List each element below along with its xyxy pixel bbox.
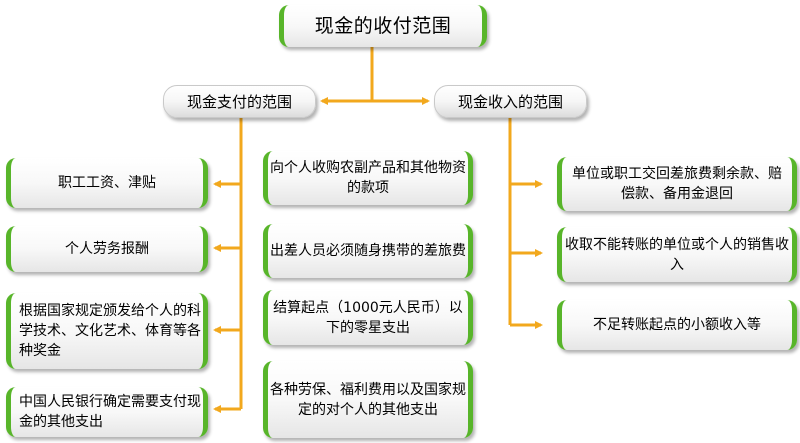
payment-item-text: 根据国家规定颁发给个人的科学技术、文化艺术、体育等各种奖金 <box>19 303 201 359</box>
payment-scope-header: 现金支付的范围 <box>163 85 316 118</box>
payment-item-text: 向个人收购农副产品和其他物资的款项 <box>270 160 466 196</box>
payment-item-wages: 职工工资、津贴 <box>6 158 208 208</box>
payment-item-text: 出差人员必须随身携带的差旅费 <box>270 243 466 259</box>
payment-item-text: 各种劳保、福利费用以及国家规定的对个人的其他支出 <box>270 381 466 418</box>
payment-item-pboc-other: 中国人民银行确定需要支付现金的其他支出 <box>6 387 208 437</box>
title-box: 现金的收付范围 <box>279 5 487 47</box>
receipt-item-sales: 收取不能转账的单位或个人的销售收入 <box>557 227 797 282</box>
receipt-scope-label: 现金收入的范围 <box>457 92 563 111</box>
payment-scope-label: 现金支付的范围 <box>186 92 292 111</box>
receipt-item-small-income: 不足转账起点的小额收入等 <box>557 300 797 350</box>
payment-item-small-expense: 结算起点（1000元人民币）以下的零星支出 <box>263 290 473 345</box>
payment-item-welfare: 各种劳保、福利费用以及国家规定的对个人的其他支出 <box>263 361 473 438</box>
payment-item-awards: 根据国家规定颁发给个人的科学技术、文化艺术、体育等各种奖金 <box>6 293 208 369</box>
title-text: 现金的收付范围 <box>314 15 452 37</box>
payment-item-text: 中国人民银行确定需要支付现金的其他支出 <box>19 394 201 430</box>
payment-item-text: 结算起点（1000元人民币）以下的零星支出 <box>273 299 463 336</box>
receipt-item-refunds: 单位或职工交回差旅费剩余款、赔偿款、备用金退回 <box>557 157 797 211</box>
payment-item-labor-fee: 个人劳务报酬 <box>6 226 208 272</box>
payment-item-farm-purchase: 向个人收购农副产品和其他物资的款项 <box>263 151 473 205</box>
receipt-item-text: 不足转账起点的小额收入等 <box>593 317 761 333</box>
payment-item-text: 职工工资、津贴 <box>58 175 156 191</box>
receipt-scope-header: 现金收入的范围 <box>434 85 587 118</box>
receipt-item-text: 收取不能转账的单位或个人的销售收入 <box>565 236 789 273</box>
payment-item-travel: 出差人员必须随身携带的差旅费 <box>263 224 473 278</box>
receipt-item-text: 单位或职工交回差旅费剩余款、赔偿款、备用金退回 <box>572 166 782 202</box>
payment-item-text: 个人劳务报酬 <box>65 241 149 257</box>
